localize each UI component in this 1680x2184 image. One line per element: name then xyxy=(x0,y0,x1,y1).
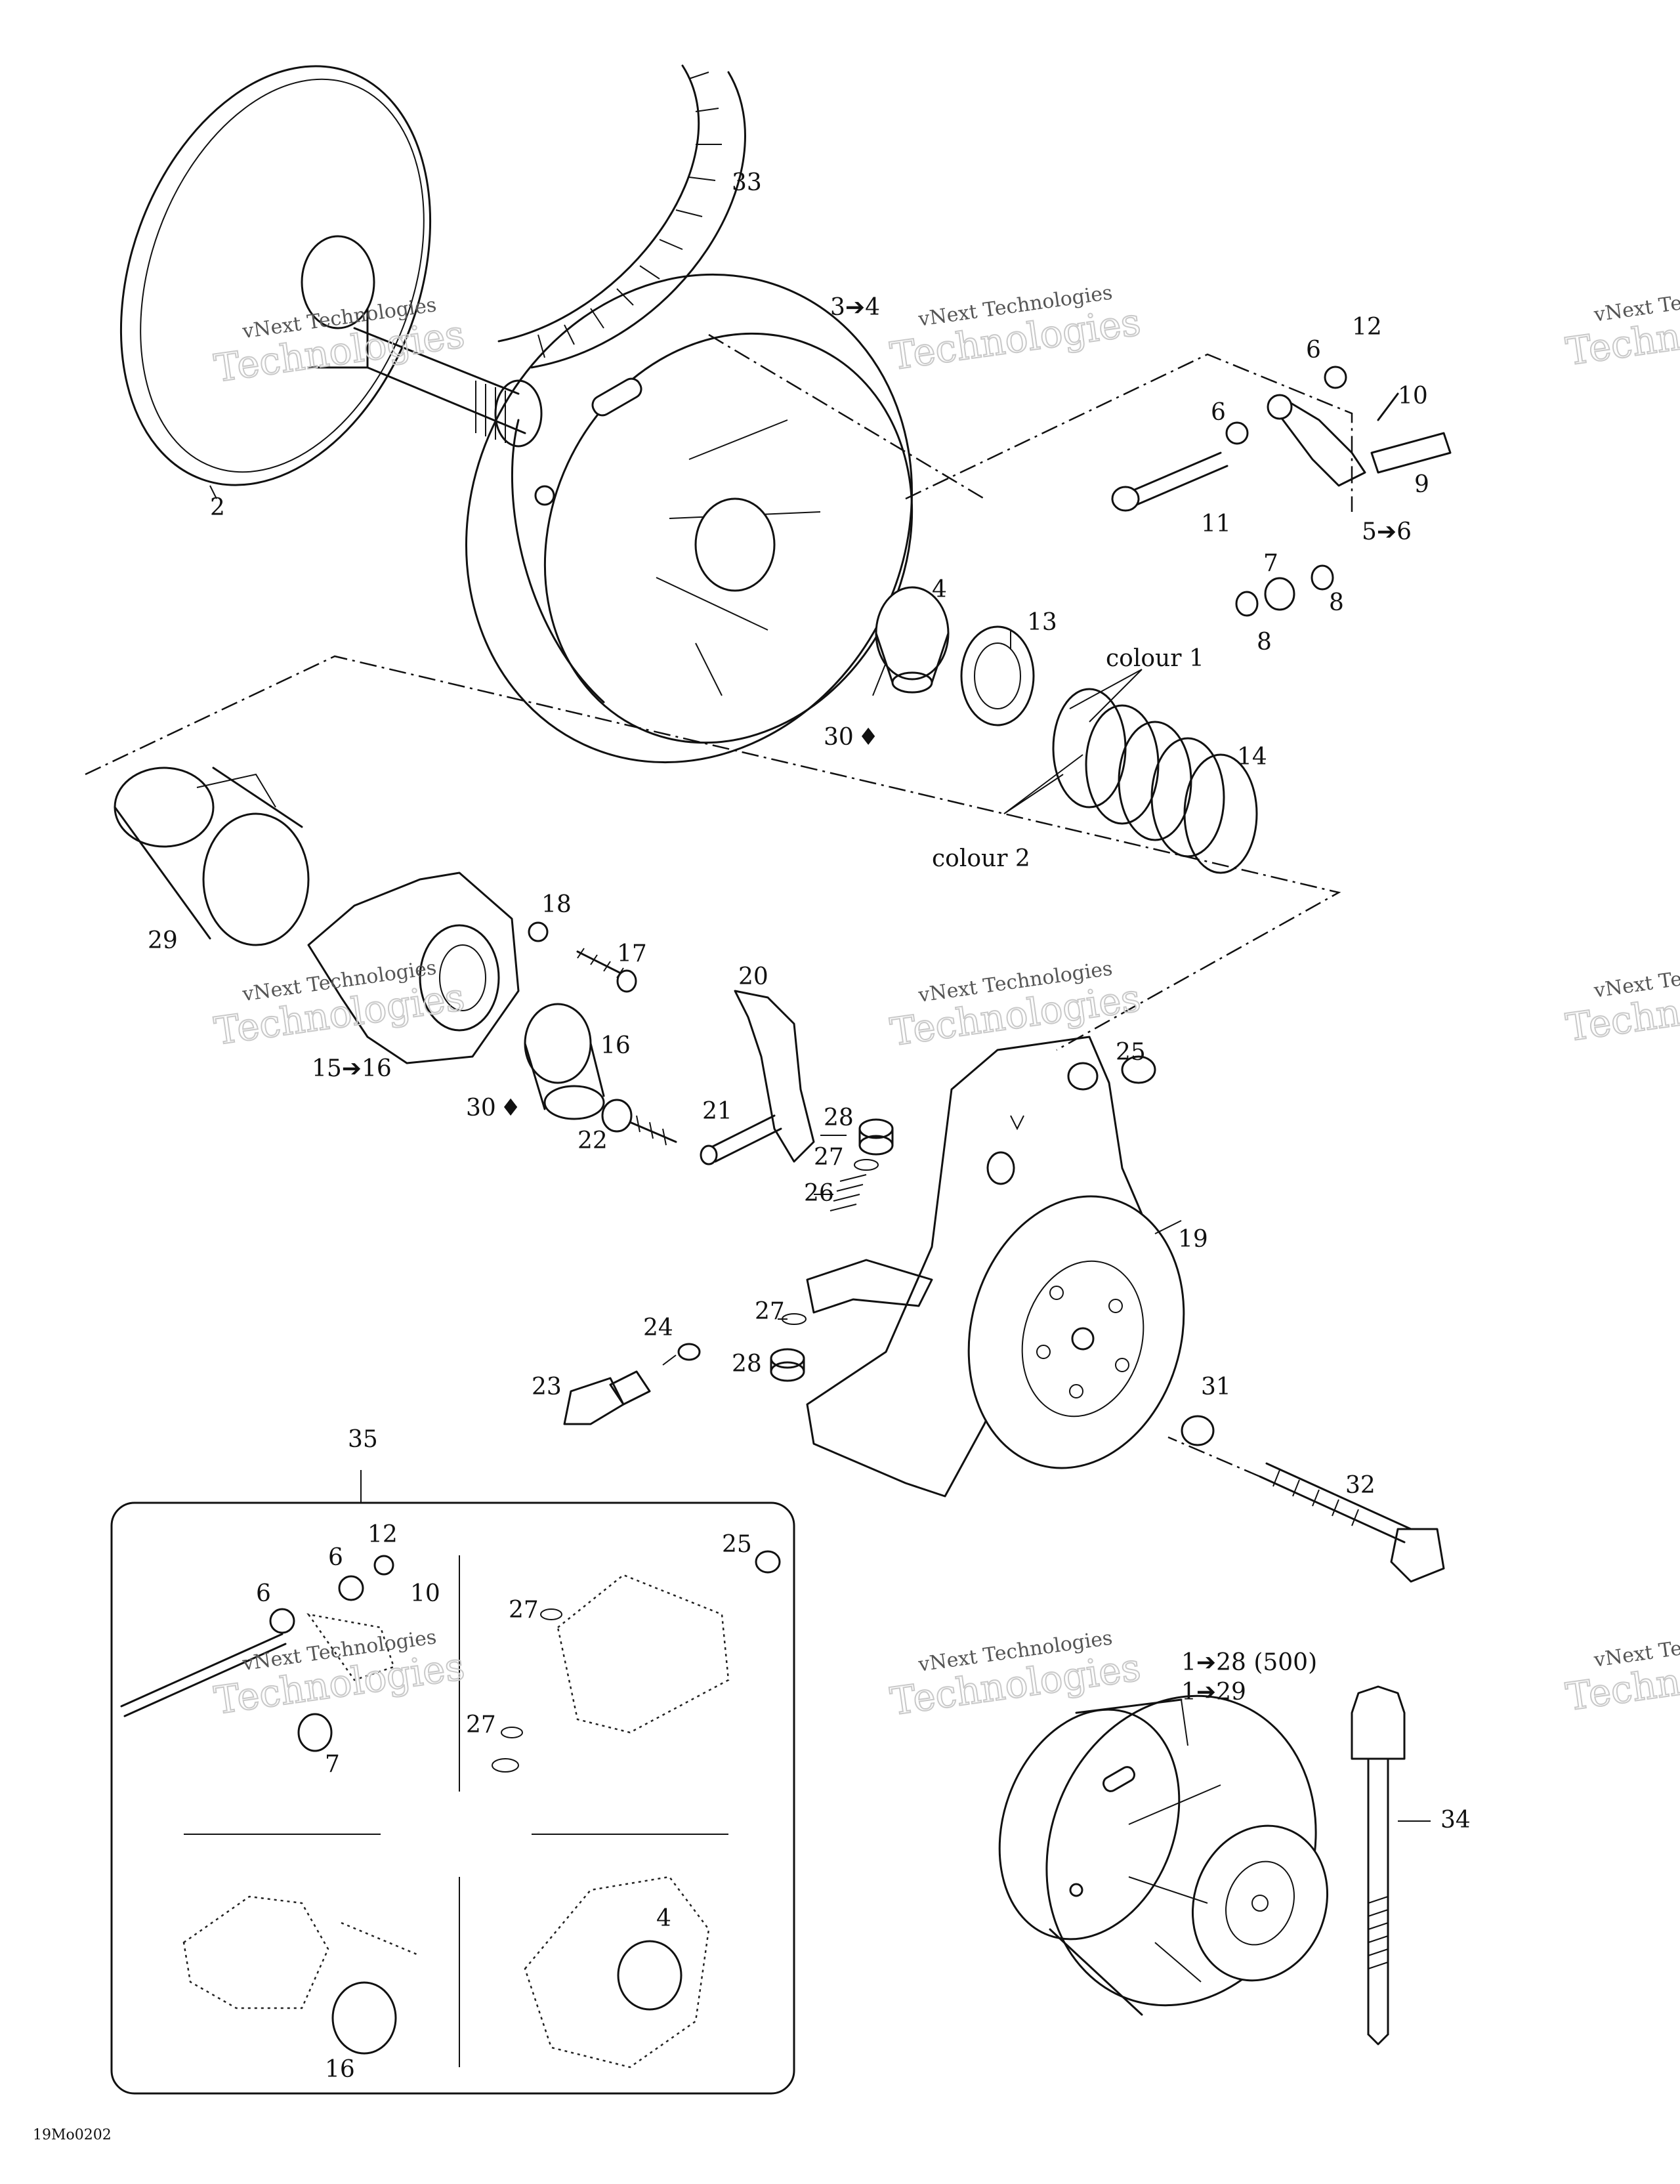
label-part-28: 28 xyxy=(732,1351,762,1377)
label-inset-27: 27 xyxy=(509,1597,539,1624)
watermark: vNext Technologies Technologies xyxy=(1563,277,1680,375)
label-inset-6: 6 xyxy=(328,1544,343,1571)
label-part-14: 14 xyxy=(1237,744,1267,770)
part-assembled-clutch xyxy=(998,1694,1329,2016)
label-part-4: 4 xyxy=(932,576,947,603)
label-colour-2: colour 2 xyxy=(932,845,1030,872)
label-colour-1: colour 1 xyxy=(1106,645,1204,672)
label-assembly-1-28: 1➔28 (500) xyxy=(1181,1649,1317,1676)
label-part-21: 21 xyxy=(702,1098,732,1125)
label-part-27: 27 xyxy=(814,1144,844,1171)
label-part-24: 24 xyxy=(643,1314,673,1341)
label-inset-10: 10 xyxy=(410,1580,440,1607)
part-sliding-sheave xyxy=(465,273,985,764)
label-assembly-1-29: 1➔29 xyxy=(1181,1679,1246,1706)
part-drive-belt xyxy=(497,64,746,369)
label-part-15-16: 15➔16 xyxy=(312,1055,392,1082)
watermark: vNext Technologies Technologies xyxy=(1563,1622,1680,1720)
label-inset-7: 7 xyxy=(325,1751,340,1778)
label-part-22: 22 xyxy=(578,1127,608,1154)
label-part-8: 8 xyxy=(1329,589,1344,616)
watermark: vNext Technologies Technologies xyxy=(211,1626,468,1723)
label-inset-27: 27 xyxy=(466,1712,496,1738)
label-part-30: 30 xyxy=(824,724,854,751)
label-part-5-6: 5➔6 xyxy=(1362,518,1412,545)
label-part-12: 12 xyxy=(1352,314,1382,341)
label-part-7: 7 xyxy=(1263,550,1278,577)
part-roller-arm xyxy=(601,990,815,1166)
label-part-10: 10 xyxy=(1398,383,1428,410)
label-part-23: 23 xyxy=(532,1374,562,1400)
label-part-20: 20 xyxy=(738,963,768,990)
label-part-8: 8 xyxy=(1257,629,1272,656)
label-part-11: 11 xyxy=(1201,511,1231,537)
label-part-34: 34 xyxy=(1440,1807,1471,1834)
part-fixed-sheave xyxy=(119,65,543,486)
oil-drop-icon: ♦ xyxy=(500,1095,521,1122)
label-part-16: 16 xyxy=(600,1032,631,1059)
label-part-3-4: 3➔4 xyxy=(830,294,880,321)
part-slider-cover xyxy=(114,766,310,946)
label-part-6: 6 xyxy=(1211,399,1226,426)
label-part-29: 29 xyxy=(148,927,178,954)
watermark: vNext Technologies Technologies xyxy=(211,956,468,1054)
label-inset-6: 6 xyxy=(256,1580,271,1607)
oil-drop-icon: ♦ xyxy=(858,724,879,751)
label-part-9: 9 xyxy=(1414,471,1429,498)
watermark: vNext Technologies Technologies xyxy=(887,957,1144,1055)
label-part-35: 35 xyxy=(348,1426,378,1453)
label-part-18: 18 xyxy=(541,891,572,918)
label-inset-25: 25 xyxy=(722,1531,752,1558)
part-tool-34 xyxy=(1351,1685,1431,2046)
part-hardware xyxy=(563,1055,1445,1583)
label-part-27: 27 xyxy=(755,1298,785,1325)
label-part-33: 33 xyxy=(732,169,762,196)
part-governor-cup xyxy=(806,1036,1185,1498)
part-bushing-spring-group xyxy=(85,586,1341,1051)
part-lever-assembly xyxy=(905,353,1452,617)
label-part-13: 13 xyxy=(1027,609,1057,636)
part-cam-assembly xyxy=(307,872,637,1120)
leader-lines xyxy=(209,485,1182,1366)
label-part-26: 26 xyxy=(804,1180,834,1207)
part-labels: 2 33 3➔4 12 6 6 10 9 11 5➔6 7 8 8 4 13 c… xyxy=(33,169,1471,2143)
watermark: vNext Technologies Technologies xyxy=(887,281,1144,379)
watermarks: vNext Technologies Technologies vNext Te… xyxy=(211,277,1680,1725)
diagram-code: 19Mo0202 xyxy=(33,2127,112,2143)
label-inset-4: 4 xyxy=(656,1905,671,1932)
label-inset-16: 16 xyxy=(325,2056,355,2083)
label-part-31: 31 xyxy=(1201,1374,1231,1400)
label-part-17: 17 xyxy=(617,940,647,967)
label-part-30: 30 xyxy=(466,1095,496,1122)
label-part-19: 19 xyxy=(1178,1226,1208,1253)
label-part-6: 6 xyxy=(1306,337,1321,364)
label-part-25: 25 xyxy=(1116,1039,1146,1066)
label-part-32: 32 xyxy=(1345,1472,1376,1499)
label-part-28: 28 xyxy=(824,1104,854,1131)
part-spring xyxy=(1052,688,1258,874)
label-part-2: 2 xyxy=(210,494,225,521)
inset-box-35 xyxy=(110,1470,795,2095)
label-inset-12: 12 xyxy=(368,1521,398,1548)
watermark: vNext Technologies Technologies xyxy=(1563,953,1680,1051)
